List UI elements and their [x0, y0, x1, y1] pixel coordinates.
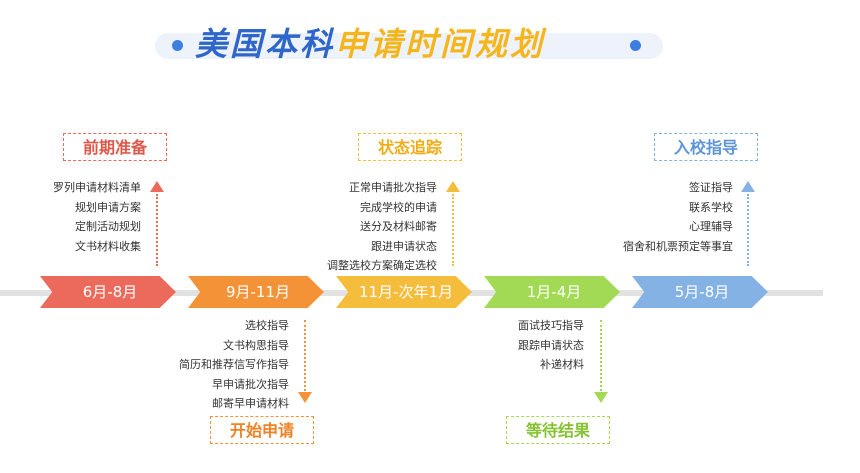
page-title: 美国本科申请时间规划	[195, 20, 545, 68]
timeline-arrow-jun-aug: 6月-8月	[40, 276, 176, 308]
enrollment-item-list: 签证指导 联系学校 心理辅导 宿舍和机票预定等事宜	[623, 178, 733, 256]
phase-box-enrollment-guide: 入校指导	[654, 133, 758, 161]
timeline-label: 6月-8月	[82, 283, 138, 301]
list-item: 规划申请方案	[75, 200, 141, 214]
title-part-1: 美国本科	[195, 25, 336, 63]
dotted-connector	[452, 194, 454, 266]
list-item: 邮寄早申请材料	[212, 397, 289, 410]
timeline-label: 5月-8月	[674, 283, 730, 301]
arrow-down-icon	[298, 392, 312, 403]
timeline-arrow-may-aug: 5月-8月	[632, 276, 768, 308]
phase-title: 入校指导	[673, 138, 738, 157]
list-item: 补递材料	[540, 358, 584, 371]
early-prep-item-list: 罗列申请材料清单 规划申请方案 定制活动规划 文书材料收集	[53, 178, 141, 256]
start-apply-item-list: 选校指导 文书构思指导 简历和推荐信写作指导 早申请批次指导 邮寄早申请材料	[179, 316, 289, 414]
title-banner	[155, 33, 663, 59]
waiting-results-item-list: 面试技巧指导 跟踪申请状态 补递材料	[518, 316, 584, 375]
list-item: 文书材料收集	[75, 239, 141, 253]
arrow-up-icon	[741, 181, 755, 192]
list-item: 定制活动规划	[75, 220, 141, 233]
list-item: 跟踪申请状态	[518, 338, 584, 352]
list-item: 简历和推荐信写作指导	[179, 358, 289, 371]
list-item: 联系学校	[689, 200, 733, 214]
dotted-connector	[747, 194, 749, 266]
list-item: 心理辅导	[689, 220, 733, 233]
timeline-arrow-sep-nov: 9月-11月	[188, 276, 324, 308]
list-item: 签证指导	[689, 181, 733, 194]
dotted-connector	[304, 320, 306, 391]
timeline-arrow-nov-jan: 11月-次年1月	[336, 276, 472, 308]
list-item: 选校指导	[245, 319, 289, 332]
list-item: 宿舍和机票预定等事宜	[623, 239, 733, 253]
dotted-connector	[600, 320, 602, 391]
title-left-dot	[172, 40, 183, 51]
phase-box-waiting-results: 等待结果	[506, 416, 610, 444]
list-item: 面试技巧指导	[518, 319, 584, 332]
list-item: 送分及材料邮寄	[360, 220, 437, 233]
arrow-up-icon	[150, 181, 164, 192]
timeline-arrow-jan-apr: 1月-4月	[484, 276, 620, 308]
status-tracking-item-list: 正常申请批次指导 完成学校的申请 送分及材料邮寄 跟进申请状态 调整选校方案确定…	[327, 178, 437, 276]
phase-box-early-prep: 前期准备	[63, 133, 167, 161]
arrow-up-icon	[446, 181, 460, 192]
list-item: 完成学校的申请	[360, 200, 437, 214]
list-item: 早申请批次指导	[212, 377, 289, 391]
phase-title: 前期准备	[82, 138, 147, 157]
phase-title: 开始申请	[229, 421, 294, 440]
phase-title: 等待结果	[525, 421, 590, 440]
dotted-connector	[156, 194, 158, 266]
phase-title: 状态追踪	[377, 138, 442, 157]
title-part-2: 申请时间规划	[335, 25, 546, 63]
phase-box-start-apply: 开始申请	[210, 416, 314, 444]
phase-box-status-tracking: 状态追踪	[358, 133, 462, 161]
timeline-label: 9月-11月	[225, 283, 291, 301]
arrow-down-icon	[594, 392, 608, 403]
list-item: 罗列申请材料清单	[53, 181, 141, 194]
list-item: 跟进申请状态	[371, 239, 437, 253]
list-item: 调整选校方案确定选校	[327, 259, 437, 272]
title-right-dot	[630, 40, 641, 51]
list-item: 文书构思指导	[223, 338, 289, 352]
timeline-label: 1月-4月	[526, 283, 582, 301]
list-item: 正常申请批次指导	[349, 181, 437, 194]
timeline-label: 11月-次年1月	[358, 283, 454, 301]
